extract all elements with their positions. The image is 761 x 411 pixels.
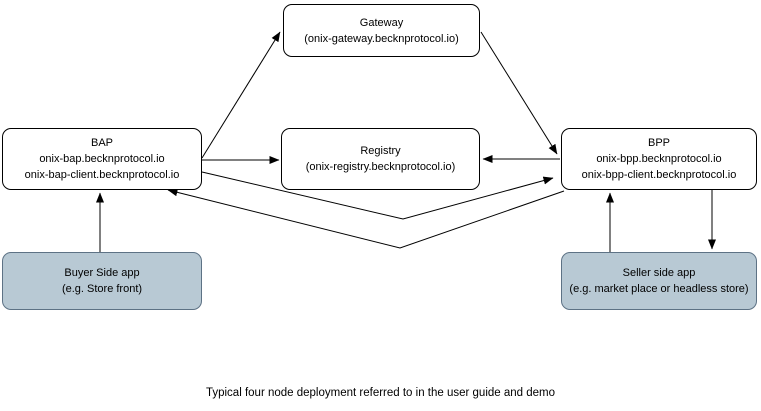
edge-bap-to-bpp-arrow — [201, 171, 554, 220]
node-seller-side-app: Seller side app (e.g. market place or he… — [561, 252, 757, 310]
node-gateway-title: Gateway — [359, 16, 404, 29]
node-bap: BAP onix-bap.becknprotocol.io onix-bap-c… — [2, 128, 202, 190]
node-bpp-title: BPP — [647, 137, 670, 149]
node-bpp: BPP onix-bpp.becknprotocol.io onix-bpp-c… — [561, 128, 757, 190]
node-seller-title: Seller side app — [622, 267, 696, 279]
edge-bpp-to-bap-arrow — [167, 188, 565, 249]
node-registry-domain: (onix-registry.becknprotocol.io) — [305, 161, 456, 173]
node-buyer-side-app: Buyer Side app (e.g. Store front) — [2, 252, 202, 310]
node-bap-domain: onix-bap.becknprotocol.io — [39, 153, 165, 165]
node-bpp-client-domain: onix-bpp-client.becknprotocol.io — [581, 169, 737, 181]
node-registry: Registry (onix-registry.becknprotocol.io… — [281, 128, 480, 190]
node-buyer-subtitle: (e.g. Store front) — [61, 283, 143, 295]
node-gateway: Gateway (onix-gateway.becknprotocol.io) — [283, 4, 480, 57]
node-seller-subtitle: (e.g. market place or headless store) — [569, 283, 749, 295]
node-buyer-title: Buyer Side app — [64, 267, 140, 279]
node-bpp-domain: onix-bpp.becknprotocol.io — [596, 153, 722, 165]
node-bap-title: BAP — [90, 137, 113, 149]
node-bap-client-domain: onix-bap-client.becknprotocol.io — [24, 169, 180, 181]
node-registry-title: Registry — [360, 145, 401, 157]
edge-bap-to-gateway-arrow — [201, 31, 281, 159]
diagram-caption: Typical four node deployment referred to… — [205, 387, 556, 399]
node-gateway-domain: (onix-gateway.becknprotocol.io) — [304, 32, 459, 45]
edge-gateway-to-bpp-arrow — [480, 31, 558, 155]
